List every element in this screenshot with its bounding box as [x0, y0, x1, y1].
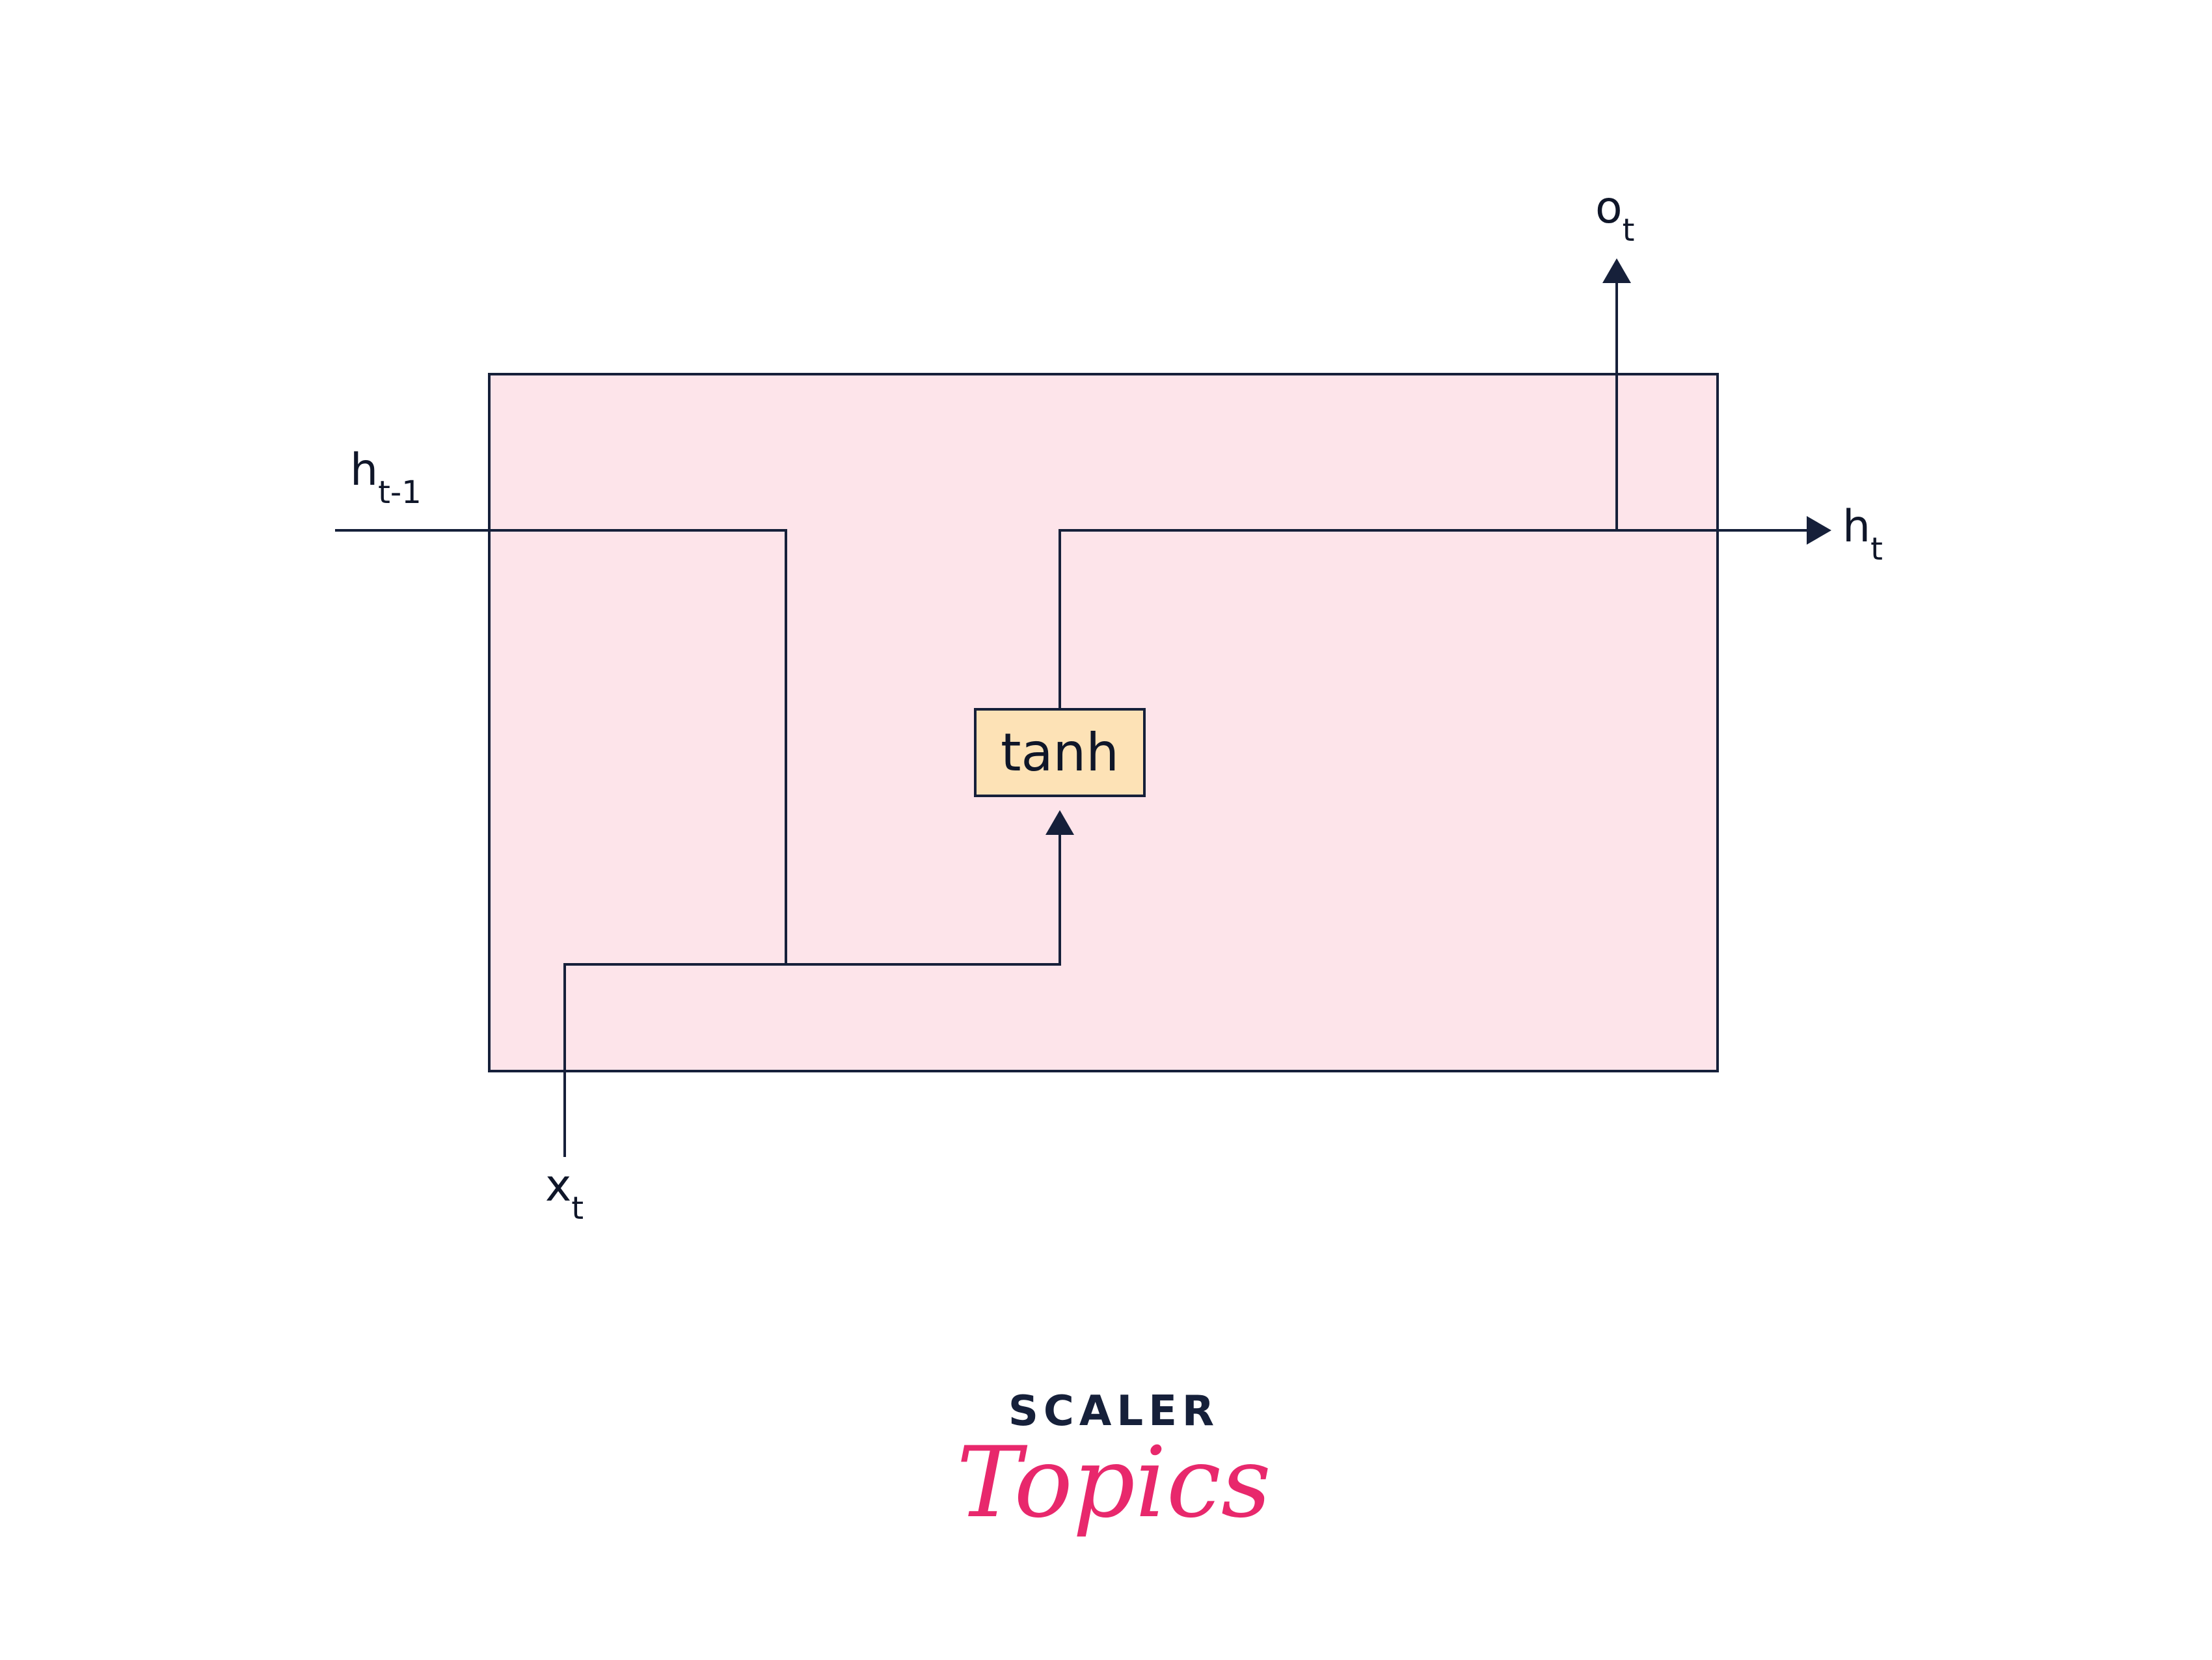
- x-input-connector: [563, 832, 1061, 1157]
- tanh-box: [974, 708, 1146, 797]
- tanh-input-arrowhead: [1045, 810, 1074, 835]
- h-prev-label: ht-1: [350, 444, 422, 511]
- tanh-label: tanh: [1001, 722, 1119, 783]
- h-out-arrowhead: [1807, 516, 1831, 545]
- h-prev-connector: [335, 529, 787, 964]
- scaler-topics-logo: SCALER Topics: [956, 1387, 1271, 1540]
- logo-word: SCALER: [1008, 1387, 1219, 1435]
- tanh-block: tanh: [974, 708, 1146, 797]
- x-in-label: xt: [545, 1160, 584, 1227]
- h-out-connector: [1059, 529, 1815, 709]
- logo-script: Topics: [956, 1426, 1271, 1540]
- o-out-label: ot: [1595, 182, 1634, 249]
- o-out-arrowhead: [1602, 258, 1631, 283]
- h-out-label: ht: [1842, 501, 1883, 567]
